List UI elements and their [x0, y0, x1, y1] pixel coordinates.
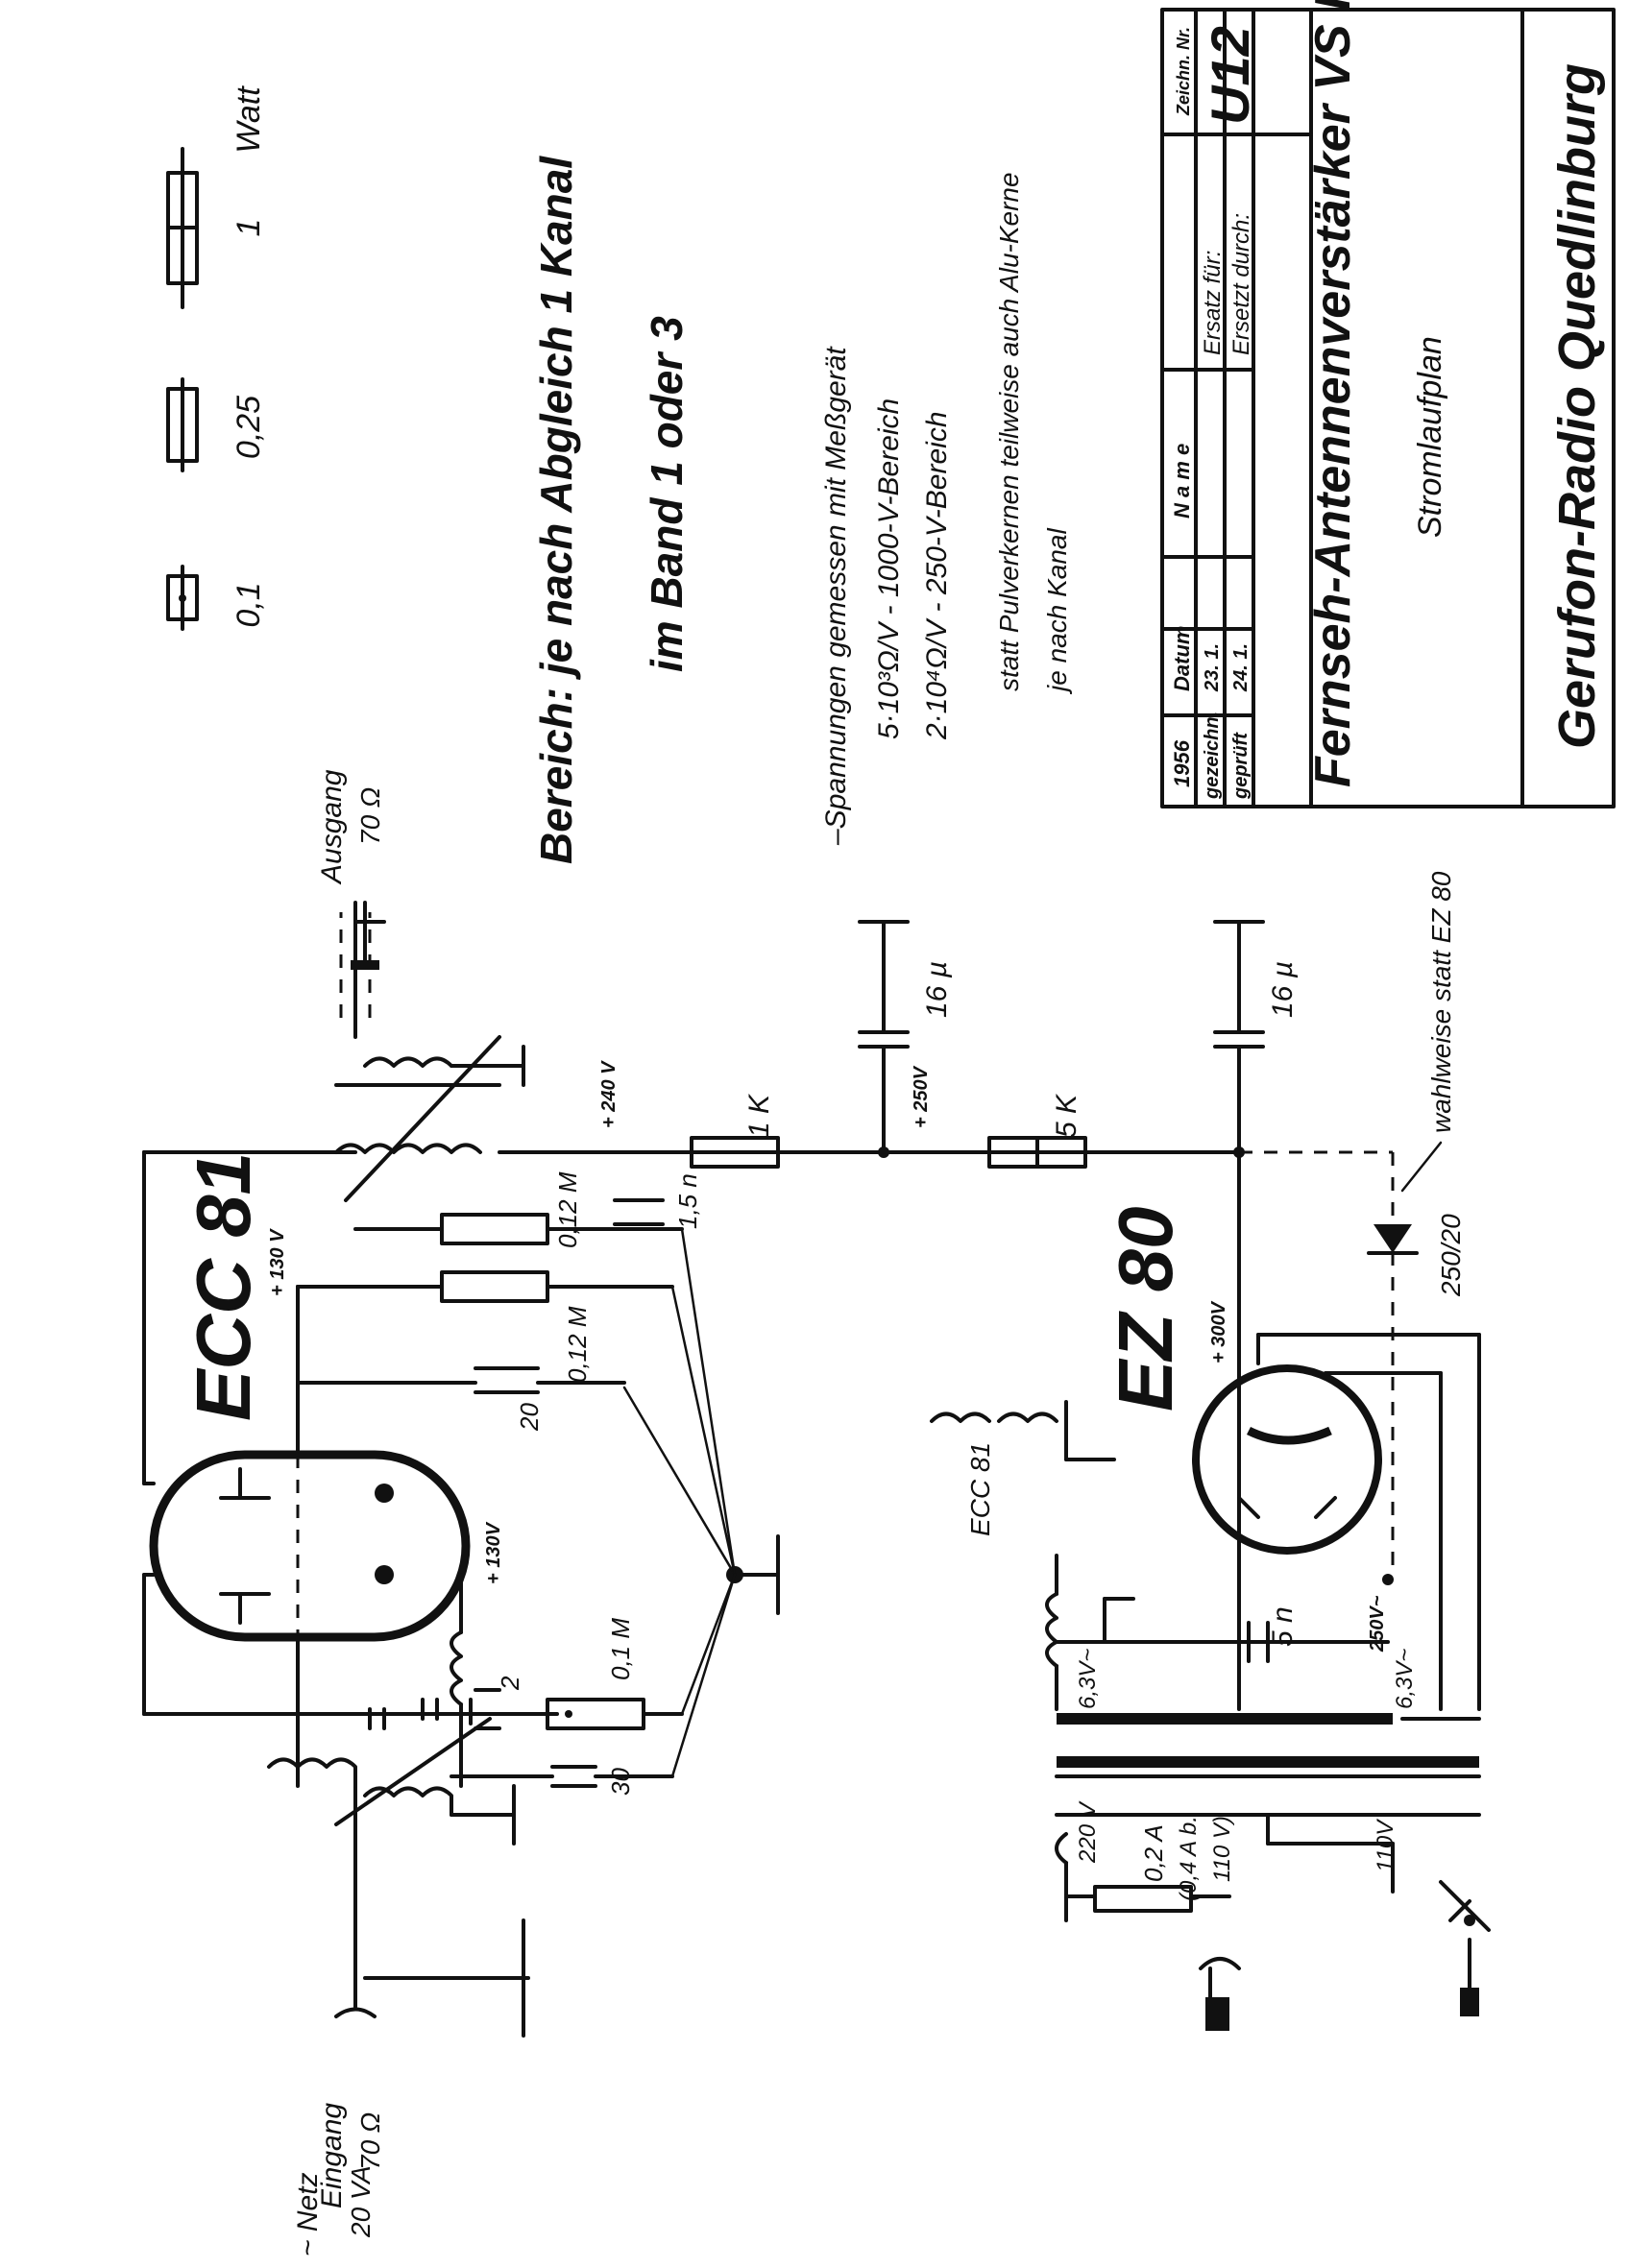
output-connector: [351, 901, 386, 970]
tb-year: 1956: [1170, 739, 1194, 787]
label-fuse: 0,2 A: [1139, 1824, 1168, 1882]
output-label: Ausgang: [316, 769, 348, 885]
tb-datum-header: Datum: [1170, 626, 1194, 691]
label-16u-a: 16 µ: [921, 961, 953, 1018]
tb-drawing-no-label: Zeichn. Nr.: [1174, 27, 1193, 116]
tb-drawn-label: gezeichn.: [1202, 712, 1223, 800]
text-layer: 0,1 0,25 1 Watt Bereich: je nach Abgleic…: [181, 0, 1606, 2256]
power-transformer: [1055, 1713, 1481, 1922]
input-label: Eingang: [316, 2103, 348, 2208]
voltage-note-line1: –Spannungen gemessen mit Meßgerät: [820, 346, 852, 846]
range-heading-line2: im Band 1 oder 3: [642, 316, 692, 672]
mains-label: ~ Netz: [292, 2172, 324, 2256]
tb-company: Gerufon-Radio Quedlinburg: [1548, 63, 1606, 749]
label-220v: 220 V: [1075, 1800, 1101, 1864]
label-250-20: 250/20: [1436, 1214, 1466, 1297]
filter-capacitor-2: [1213, 920, 1265, 1154]
core-note-line2: je nach Kanal: [1042, 528, 1072, 695]
label-fuse-c: 110 V): [1209, 1816, 1235, 1882]
ecc81-label: ECC 81: [181, 1152, 266, 1421]
tb-drawing-no: U12: [1200, 26, 1260, 125]
filter-capacitor-1: [858, 920, 910, 1154]
label-2: 2: [496, 1676, 524, 1691]
label-5n: 5 n: [1267, 1606, 1299, 1647]
input-transformer: [267, 1698, 516, 1846]
title-block: [1160, 8, 1616, 808]
capacitor-30: [450, 1765, 674, 1788]
input-impedance: 70 Ω: [355, 2112, 385, 2170]
label-6-3v-a: 6,3V~: [1075, 1649, 1101, 1709]
ez80-tube: [1192, 1333, 1481, 1711]
label-fuse-b: (0,4 A b.: [1176, 1816, 1202, 1901]
capacitor-20: [474, 1366, 626, 1394]
output-impedance: 70 Ω: [355, 787, 385, 845]
ecc81-voltage-b: + 130V: [483, 1521, 504, 1584]
mains-rating: 20 VA: [346, 2165, 376, 2238]
resistor-0-1M: [546, 1698, 684, 1730]
tb-main-title: Fernseh-Antennenverstärker VS III: [1305, 0, 1361, 787]
label-0-1M: 0,1 M: [606, 1618, 635, 1680]
ecc81-heater-label: ECC 81: [965, 1442, 995, 1536]
ez80-voltage: + 300V: [1208, 1300, 1229, 1363]
range-heading-line1: Bereich: je nach Abgleich 1 Kanal: [531, 156, 581, 864]
legend-value-0-25: 0,25: [231, 396, 267, 459]
ground-star: [622, 1227, 780, 1778]
heater-circuit: [930, 1400, 1390, 1711]
ecc81-tube: [149, 1450, 471, 1642]
label-5k: 5 K: [1051, 1093, 1082, 1138]
label-250v: + 250V: [911, 1065, 932, 1128]
label-30: 30: [606, 1768, 635, 1796]
selenium-rectifier: [1239, 1141, 1443, 1575]
tb-checked-label: geprüft: [1230, 732, 1252, 800]
label-110v: 110V: [1373, 1819, 1398, 1872]
ecc81-voltage: + 130 V: [267, 1228, 288, 1296]
tb-checked-date: 24. 1.: [1230, 643, 1252, 692]
legend-unit-watt: Watt: [231, 85, 267, 154]
voltage-note-line3: 2·10⁴Ω/V - 250-V-Bereich: [921, 411, 953, 740]
tb-name-header: N a m e: [1170, 444, 1194, 519]
label-240v: + 240 V: [598, 1060, 620, 1128]
label-alternative: wahlweise statt EZ 80: [1426, 871, 1456, 1133]
b-plus-rail: [498, 1136, 1245, 1711]
label-1k: 1 K: [743, 1093, 775, 1138]
resistor-power-legend: [166, 147, 199, 631]
resistor-0-12M-a: [296, 1270, 674, 1303]
label-6-3v-b: 6,3V~: [1392, 1649, 1418, 1709]
tb-replaced-by-label: Ersetzt durch:: [1228, 213, 1254, 355]
mains-input: [1199, 1880, 1491, 2031]
legend-value-0-1: 0,1: [231, 582, 267, 627]
voltage-note-line2: 5·10³Ω/V - 1000-V-Bereich: [873, 398, 905, 739]
label-0-12M-a: 0,12 M: [553, 1171, 582, 1248]
label-1-5n: 1,5 n: [673, 1173, 702, 1229]
tb-replaces-label: Ersatz für:: [1200, 251, 1226, 355]
label-0-12M-b: 0,12 M: [563, 1306, 592, 1383]
label-250v-ac: 250V~: [1367, 1595, 1388, 1653]
legend-value-1: 1: [231, 219, 267, 237]
resistor-0-12M-b: [353, 1213, 684, 1245]
capacitor-2: [469, 1688, 501, 1730]
label-20: 20: [515, 1403, 544, 1432]
label-16u-b: 16 µ: [1267, 961, 1299, 1018]
ez80-label: EZ 80: [1103, 1207, 1188, 1411]
input-connector: [334, 1784, 530, 2038]
tb-drawn-date: 23. 1.: [1202, 643, 1223, 692]
tb-subtitle: Stromlaufplan: [1412, 336, 1448, 538]
core-note-line1: statt Pulverkernen teilweise auch Alu-Ke…: [994, 172, 1024, 691]
